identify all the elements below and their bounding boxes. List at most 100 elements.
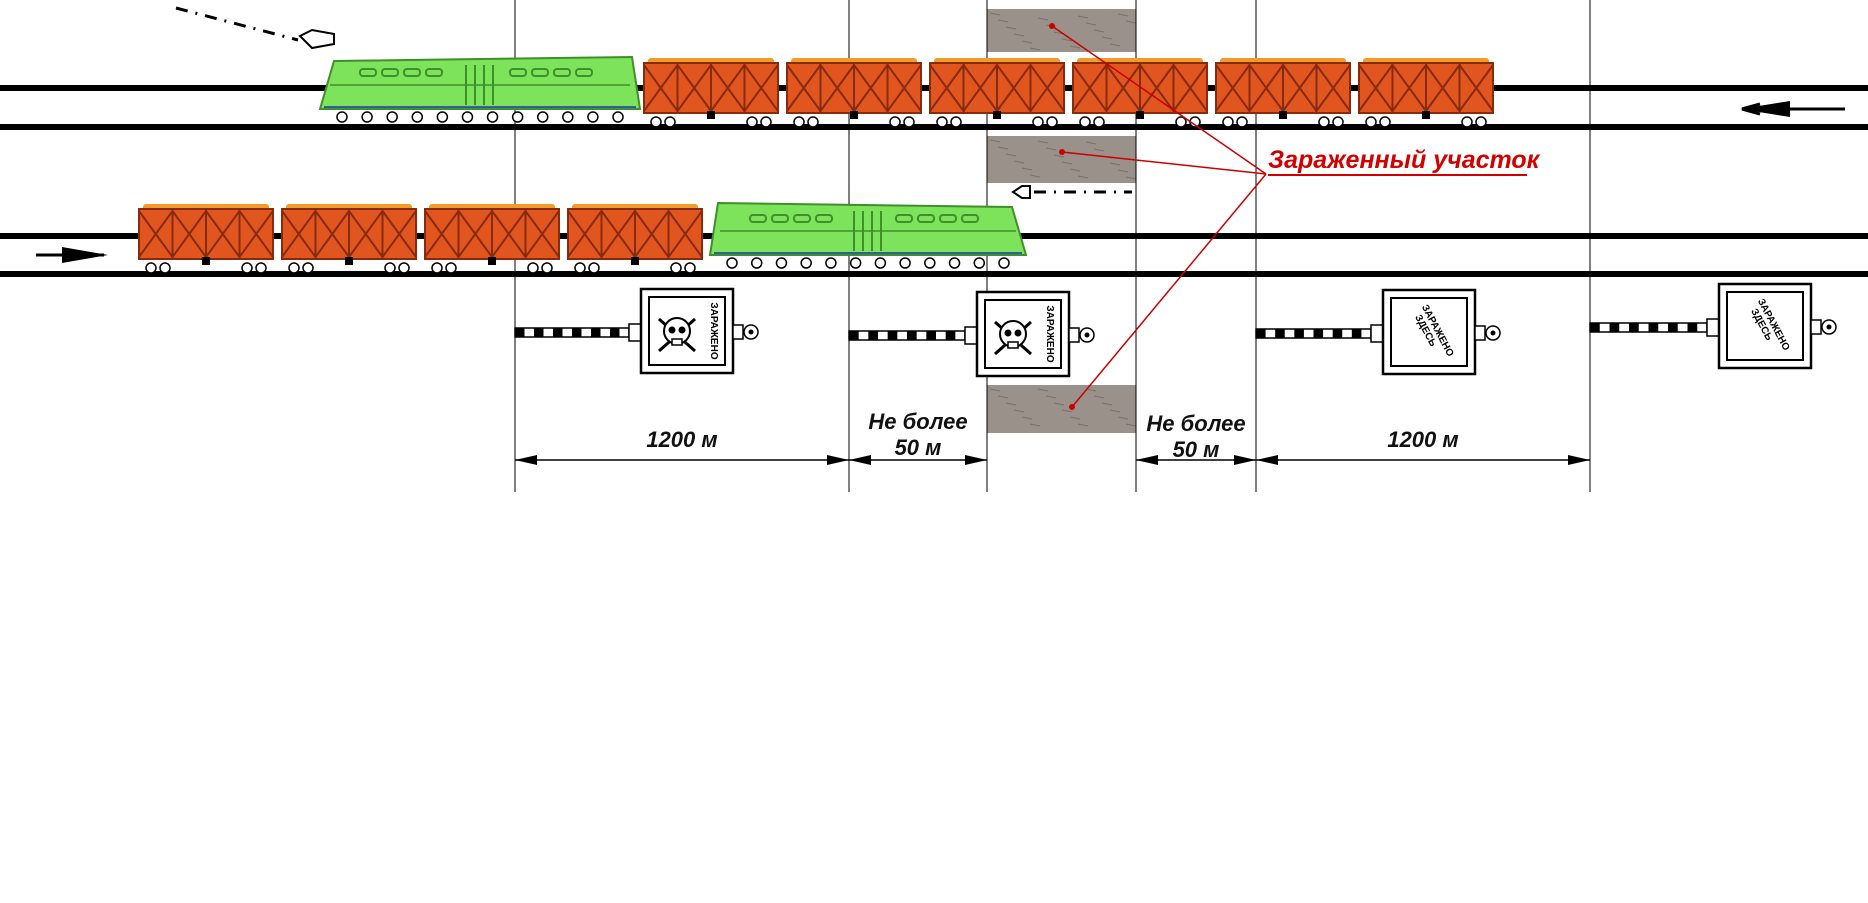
wagon-brace [1248, 64, 1284, 112]
wheel [849, 257, 862, 269]
wheel [948, 257, 961, 269]
ballast-texture [1101, 36, 1113, 40]
dimension-arrowhead [827, 455, 849, 465]
wagon-brace [491, 210, 527, 258]
contaminated-ballast-patch [987, 136, 1136, 183]
ballast-texture [1093, 148, 1105, 152]
ballast-texture [1021, 40, 1033, 44]
wheel [1046, 116, 1058, 128]
wagon-brace [524, 210, 560, 258]
dimension-arrowhead [965, 455, 987, 465]
wagon-brace [381, 210, 417, 258]
ballast-texture [1005, 153, 1017, 157]
barrier-hinge [1706, 318, 1720, 337]
barrier-stripe [1668, 323, 1678, 332]
sign-board [1717, 282, 1813, 370]
direction-arrows [36, 101, 1845, 263]
wheel [1222, 116, 1234, 128]
barrier-stripe [553, 328, 563, 337]
ballast-texture [1061, 161, 1073, 165]
dimension-label: Не более [1146, 411, 1245, 436]
ballast-texture [1037, 140, 1049, 144]
wheel [1079, 116, 1091, 128]
wagon-brace [1425, 64, 1461, 112]
wheel [536, 111, 549, 123]
ballast-texture [1005, 402, 1017, 406]
wheel [1475, 116, 1487, 128]
wheel [684, 262, 696, 274]
wheel [998, 257, 1010, 269]
ballast-texture [1069, 168, 1081, 172]
contaminated-zone-label: Зараженный участок [1268, 146, 1541, 174]
ballast-texture [989, 139, 1001, 143]
ballast-texture [1077, 175, 1089, 179]
ballast-texture [1029, 47, 1041, 51]
freight-wagon [1072, 58, 1208, 128]
locomotive [708, 201, 1028, 269]
wheel [973, 257, 986, 269]
barrier-stripe [907, 331, 917, 340]
ballast-texture [1109, 43, 1121, 47]
ballast-texture [1053, 402, 1065, 406]
wagon-coupler-block [631, 257, 639, 265]
wagon-brace [819, 64, 855, 112]
wagon-coupler-block [1279, 111, 1287, 119]
wagon-brace [1029, 64, 1065, 112]
wheel [541, 262, 553, 274]
freight-wagon [643, 58, 779, 128]
barrier-stripe [945, 331, 956, 340]
dimension-arrowhead [1256, 455, 1278, 465]
barrier-stripe [1332, 329, 1343, 338]
wagon-brace [996, 64, 1032, 112]
wheel [1379, 116, 1391, 128]
dimension-left-1200: 1200 м [515, 427, 849, 465]
sign-mount [1474, 325, 1486, 341]
wheel [574, 262, 586, 274]
wheel [562, 111, 574, 123]
wagon-brace [281, 210, 317, 258]
wagon-brace [205, 210, 241, 258]
wheel [800, 257, 812, 269]
lower-train [138, 201, 1028, 274]
wagon-brace [138, 210, 174, 258]
wagon-brace [667, 210, 703, 258]
locomotive-window [749, 214, 767, 223]
freight-wagon [929, 58, 1065, 128]
wheel [746, 116, 758, 128]
ballast-texture [1125, 423, 1137, 427]
wheel [807, 116, 819, 128]
locomotive-window [381, 68, 399, 77]
dimension-arrowhead [849, 455, 871, 465]
locomotive-window [509, 68, 527, 77]
barrier-stripe [515, 328, 525, 337]
sign-lamp-dot [1490, 330, 1496, 336]
wagon-brace [634, 210, 670, 258]
ballast-texture [1085, 22, 1097, 26]
wheel [1461, 116, 1473, 128]
signal-horn-icon [298, 28, 335, 50]
locomotive-window [553, 68, 571, 77]
sign-inner-frame [1390, 297, 1468, 367]
skull-icon [994, 320, 1032, 356]
dimension-label: 1200 м [1387, 427, 1458, 452]
ballast-texture [997, 395, 1009, 399]
wheel [527, 262, 539, 274]
locomotive [318, 55, 642, 123]
wheel [1332, 116, 1344, 128]
locomotive-body [708, 201, 1028, 256]
wagon-brace [1072, 64, 1108, 112]
locomotive-window [403, 68, 421, 77]
wagon-coupler-block [850, 111, 858, 119]
ballast-texture [1109, 409, 1121, 413]
wheel [588, 262, 600, 274]
wheel [726, 257, 738, 269]
ballast-texture [1069, 45, 1081, 49]
wheel [511, 111, 524, 123]
warning-sign: ЗАРАЖЕНО [848, 290, 1095, 378]
wagon-brace [314, 210, 350, 258]
